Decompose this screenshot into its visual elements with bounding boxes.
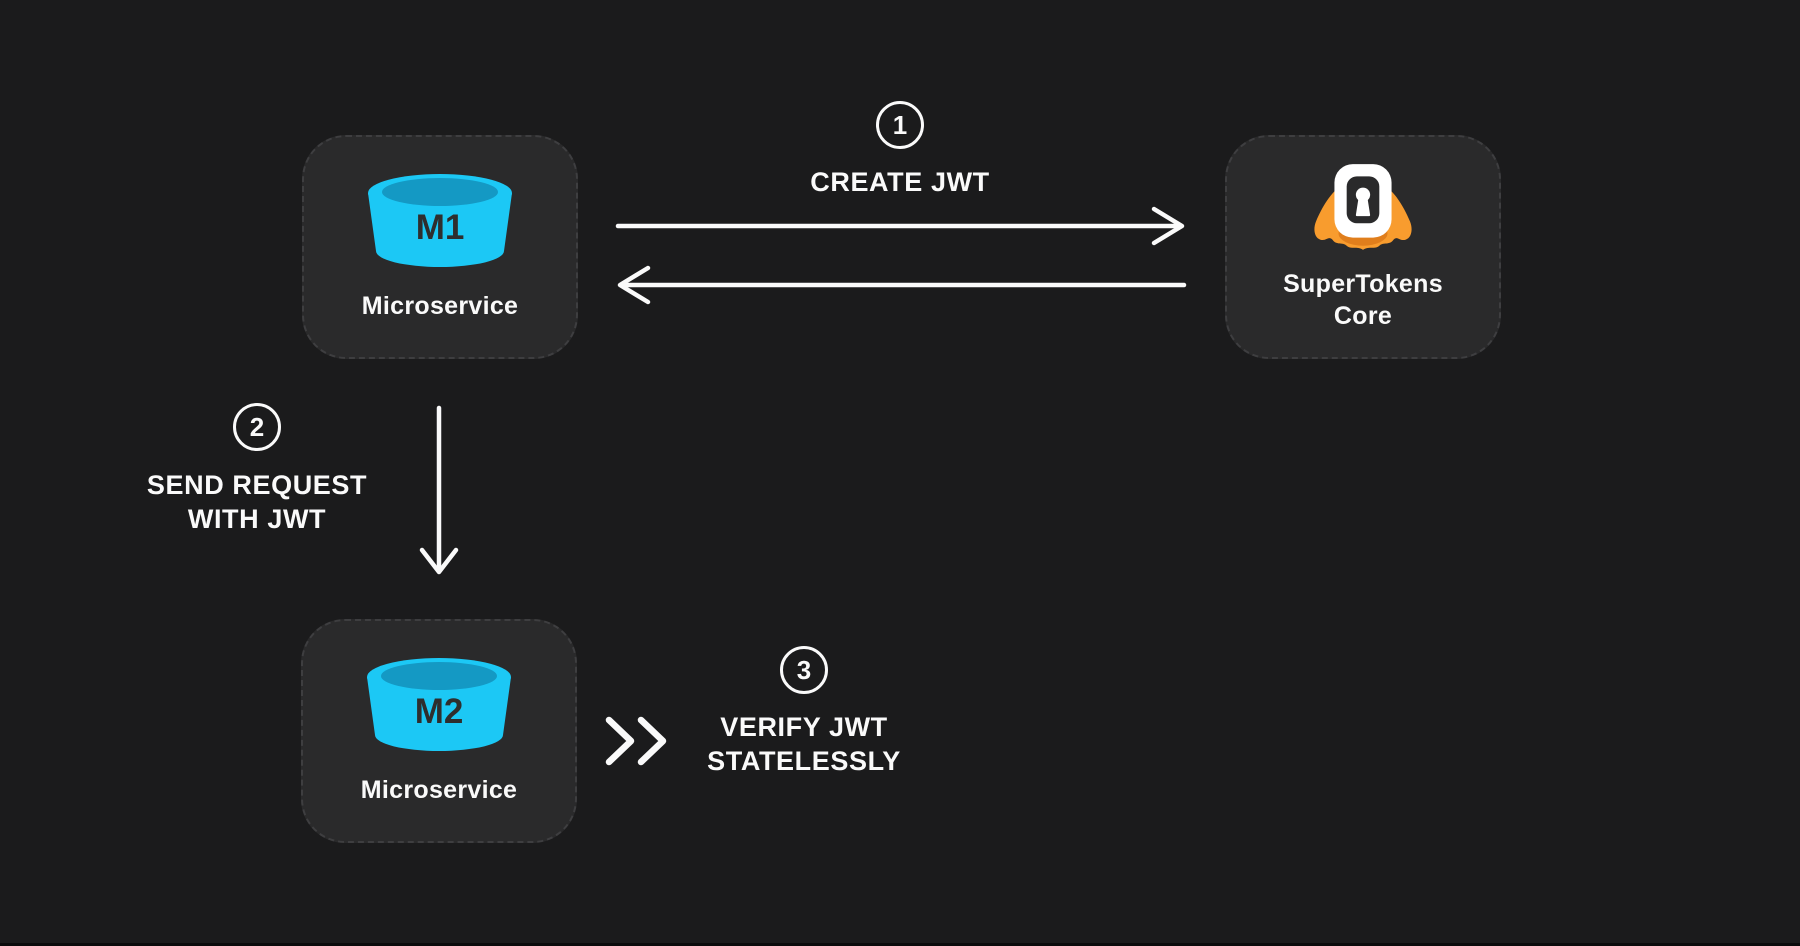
step-3-label-line2: STATELESSLY [707,746,901,776]
step-2-label: SEND REQUEST WITH JWT [107,468,407,536]
node-label-m2: Microservice [360,776,518,804]
step-3-label-line1: VERIFY JWT [720,712,888,742]
cylinder-label-m2: M2 [415,692,464,731]
down-arrow-icon [419,405,459,575]
database-cylinder-icon: M1 [368,174,512,267]
step-1-number: 1 [892,109,908,140]
node-label-supertokens: SuperTokens Core [1283,268,1443,332]
supertokens-label-line1: SuperTokens [1283,270,1443,298]
step-3-label: VERIFY JWT STATELESSLY [654,710,954,778]
step-2-badge: 2 [233,403,281,451]
step-3-badge: 3 [780,646,828,694]
node-microservice-m2: M2 Microservice [301,619,577,843]
node-supertokens-core: SuperTokens Core [1225,135,1501,359]
step-1-label: CREATE JWT [810,167,990,197]
supertokens-ghost-lock-icon [1314,164,1412,250]
node-label-m1: Microservice [361,292,519,320]
bottom-edge-strip [0,943,1800,946]
step-2-label-line1: SEND REQUEST [146,470,368,500]
step-2-label-line2: WITH JWT [187,504,327,534]
supertokens-label-line2: Core [1333,302,1393,330]
node-microservice-m1: M1 Microservice [302,135,578,359]
left-arrow-icon [617,265,1187,305]
double-chevron-icon [605,716,667,766]
right-arrow-icon [615,206,1185,246]
cylinder-label-m1: M1 [416,208,465,247]
step-1-badge: 1 [876,101,924,149]
step-2-number: 2 [249,411,265,442]
database-cylinder-icon: M2 [367,658,511,751]
step-3-number: 3 [796,654,812,685]
